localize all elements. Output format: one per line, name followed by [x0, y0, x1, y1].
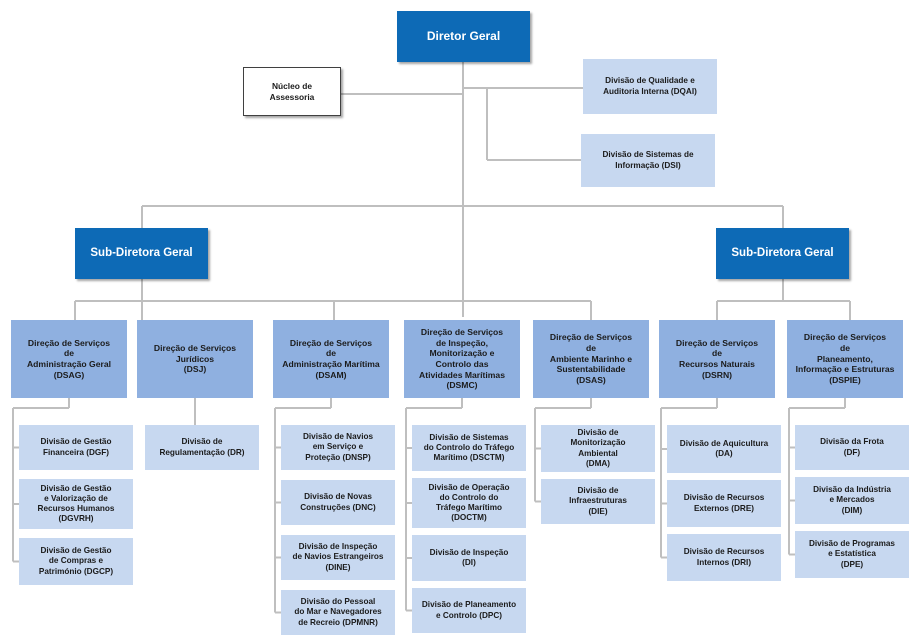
directorate-box: Direção de Serviços de Inspeção, Monitor… [404, 320, 520, 398]
division-box: Divisão de Inspeção de Navios Estrangeir… [281, 535, 395, 580]
directorate-box: Direção de Serviços de Recursos Naturais… [659, 320, 775, 398]
directorate-box: Direção de Serviços de Administração Mar… [273, 320, 389, 398]
nucleo-assessoria-box: Núcleo de Assessoria [243, 67, 341, 116]
division-box: Divisão do Pessoal do Mar e Navegadores … [281, 590, 395, 635]
division-box: Divisão de Inspeção (DI) [412, 535, 526, 581]
dqai-box: Divisão de Qualidade e Auditoria Interna… [583, 59, 717, 114]
directorate-box: Direção de Serviços Jurídicos (DSJ) [137, 320, 253, 398]
division-box: Divisão de Regulamentação (DR) [145, 425, 259, 470]
dsi-box: Divisão de Sistemas de Informação (DSI) [581, 134, 715, 187]
division-box: Divisão de Programas e Estatística (DPE) [795, 531, 909, 578]
division-box: Divisão da Indústria e Mercados (DIM) [795, 477, 909, 524]
division-box: Divisão de Aquicultura (DA) [667, 425, 781, 473]
division-box: Divisão de Operação do Controlo do Tráfe… [412, 478, 526, 528]
division-box: Divisão de Gestão e Valorização de Recur… [19, 479, 133, 529]
division-box: Divisão de Planeamento e Controlo (DPC) [412, 588, 526, 633]
division-box: Divisão de Infraestruturas (DIE) [541, 479, 655, 524]
directorate-box: Direção de Serviços de Administração Ger… [11, 320, 127, 398]
division-box: Divisão de Navios em Serviço e Proteção … [281, 425, 395, 470]
sub-diretora-right-box: Sub-Diretora Geral [716, 228, 849, 279]
division-box: Divisão da Frota (DF) [795, 425, 909, 470]
division-box: Divisão de Monitorização Ambiental (DMA) [541, 425, 655, 472]
directorate-box: Direção de Serviços de Planeamento, Info… [787, 320, 903, 398]
division-box: Divisão de Gestão Financeira (DGF) [19, 425, 133, 470]
division-box: Divisão de Recursos Internos (DRI) [667, 534, 781, 581]
division-box: Divisão de Recursos Externos (DRE) [667, 480, 781, 527]
diretor-geral-box: Diretor Geral [397, 11, 530, 62]
sub-diretora-left-box: Sub-Diretora Geral [75, 228, 208, 279]
division-box: Divisão de Gestão de Compras e Patrimóni… [19, 538, 133, 585]
division-box: Divisão de Sistemas do Controlo do Tráfe… [412, 425, 526, 471]
directorate-box: Direção de Serviços de Ambiente Marinho … [533, 320, 649, 398]
division-box: Divisão de Novas Construções (DNC) [281, 480, 395, 525]
